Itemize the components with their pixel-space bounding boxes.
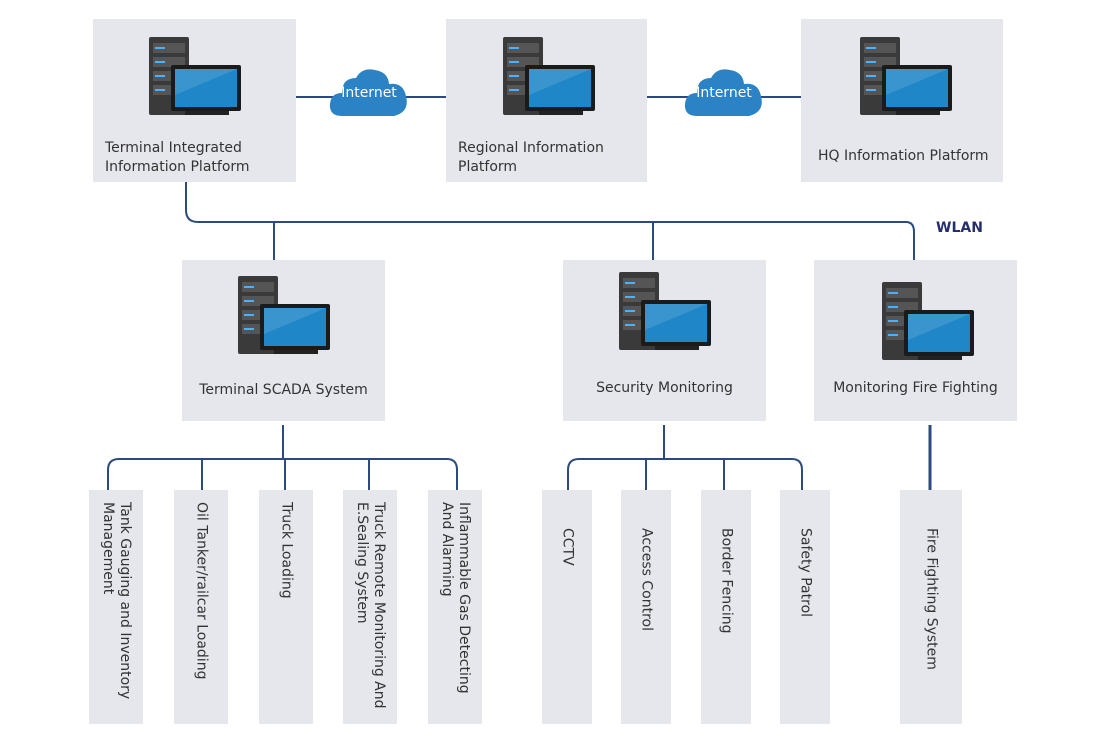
regional-platform-node: Regional Information Platform (446, 19, 647, 182)
wlan-bus (185, 182, 915, 260)
scada-item-label: Oil Tanker/railcar Loading (193, 502, 210, 680)
terminal-integrated-platform-label: Terminal Integrated Information Platform (105, 140, 250, 175)
server-monitor-icon (499, 35, 599, 117)
fire-item-label: Fire Fighting System (923, 528, 940, 670)
scada-item: Truck Remote Monitoring And E.Sealing Sy… (343, 490, 397, 724)
hq-platform-node: HQ Information Platform (801, 19, 1003, 182)
scada-item-label: Truck Loading (278, 502, 295, 599)
regional-platform-label: Regional Information Platform (458, 140, 604, 175)
internet-label-1: Internet (341, 85, 397, 101)
scada-item: Tank Gauging and Inventory Management (89, 490, 143, 724)
security-monitoring-node: Security Monitoring (563, 260, 766, 421)
security-branch-bus (567, 458, 803, 490)
security-monitoring-label: Security Monitoring (596, 380, 733, 396)
scada-item-label: Inflammable Gas Detecting And Alarming (439, 502, 472, 694)
monitoring-fire-fighting-label: Monitoring Fire Fighting (833, 380, 998, 396)
security-item: Safety Patrol (780, 490, 830, 724)
cloud-icon (329, 69, 407, 116)
terminal-scada-node: Terminal SCADA System (182, 260, 385, 421)
scada-item-label: Truck Remote Monitoring And E.Sealing Sy… (354, 502, 387, 709)
terminal-integrated-platform-node: Terminal Integrated Information Platform (93, 19, 296, 182)
scada-item: Truck Loading (259, 490, 313, 724)
security-item: Border Fencing (701, 490, 751, 724)
terminal-scada-label: Terminal SCADA System (199, 382, 368, 398)
security-item-label: Safety Patrol (797, 528, 814, 618)
security-item-label: Access Control (638, 528, 655, 631)
scada-item: Oil Tanker/railcar Loading (174, 490, 228, 724)
server-monitor-icon (145, 35, 245, 117)
security-item: Access Control (621, 490, 671, 724)
cloud-icon (684, 69, 762, 116)
security-item: CCTV (542, 490, 592, 724)
scada-item-label: Tank Gauging and Inventory Management (100, 502, 133, 700)
server-monitor-icon (615, 270, 715, 352)
server-monitor-icon (234, 274, 334, 356)
security-item-label: Border Fencing (718, 528, 735, 634)
server-monitor-icon (878, 280, 978, 362)
security-item-label: CCTV (559, 528, 576, 566)
internet-cloud-2: Internet (683, 66, 765, 118)
hq-platform-label: HQ Information Platform (818, 148, 989, 164)
internet-label-2: Internet (696, 85, 752, 101)
wlan-label: WLAN (936, 220, 983, 236)
scada-item: Inflammable Gas Detecting And Alarming (428, 490, 482, 724)
server-monitor-icon (856, 35, 956, 117)
internet-cloud-1: Internet (328, 66, 410, 118)
scada-branch-bus (107, 458, 458, 490)
fire-item: Fire Fighting System (900, 490, 962, 724)
monitoring-fire-fighting-node: Monitoring Fire Fighting (814, 260, 1017, 421)
